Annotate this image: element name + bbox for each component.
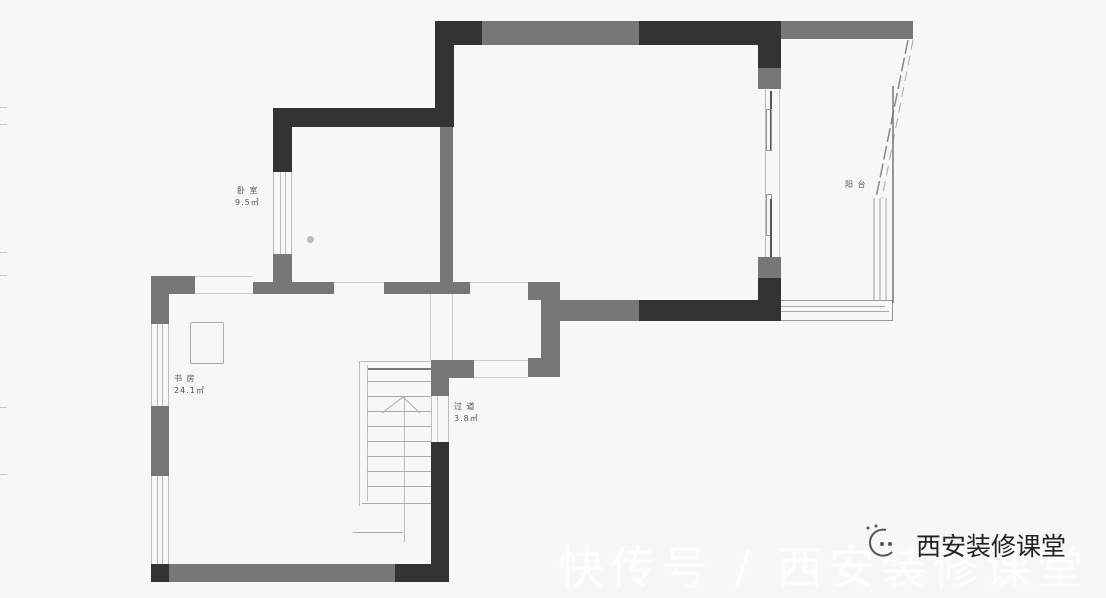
left-room-area: 24.1㎡ (174, 386, 205, 395)
wall (482, 21, 639, 45)
corridor-area: 3.8㎡ (454, 414, 479, 423)
door-panel (766, 109, 772, 151)
window (151, 476, 169, 564)
opening (195, 276, 253, 294)
divider (430, 294, 431, 360)
watermark-logo-icon (866, 524, 893, 557)
small-room-label: 卧 室 (237, 186, 259, 195)
fixture-icon (307, 236, 314, 243)
sliding-door (765, 89, 780, 257)
door-opening (334, 282, 384, 294)
wall (384, 282, 470, 294)
wall (758, 68, 781, 89)
wall (758, 257, 781, 278)
small-room-area: 9.5㎡ (235, 198, 260, 207)
stair-arrow-line (404, 397, 405, 542)
wall (151, 276, 169, 324)
wall (440, 127, 453, 282)
wall (431, 360, 449, 396)
wall (639, 300, 781, 321)
corridor-label: 过 道 (454, 402, 476, 411)
staircase (359, 361, 432, 542)
door-opening (431, 396, 449, 442)
opening (474, 360, 528, 378)
furniture-icon (190, 322, 224, 364)
window (273, 172, 292, 254)
balcony-label: 阳 台 (845, 180, 867, 189)
wall (151, 564, 169, 582)
wall (273, 254, 292, 282)
wall (169, 564, 395, 582)
watermark-logo-text: 西安装修课堂 (916, 532, 1067, 561)
opening (470, 282, 528, 294)
tick (0, 275, 7, 276)
wall (639, 21, 781, 45)
window (151, 324, 169, 406)
wall (528, 358, 560, 377)
wall (273, 108, 454, 127)
wall (541, 282, 560, 377)
tick (0, 252, 7, 253)
tick (0, 124, 7, 125)
watermark-text: 快传号 / 西安装修课堂 (558, 541, 1089, 595)
left-room-label: 书 房 (174, 374, 196, 383)
wall (431, 442, 449, 582)
wall (560, 300, 639, 321)
wall (151, 406, 169, 476)
door-panel (770, 199, 772, 257)
wall (435, 21, 454, 127)
balcony-window-icon (873, 39, 914, 303)
balcony-rail (781, 300, 893, 321)
wall (253, 282, 334, 294)
tick (0, 107, 7, 108)
tick (0, 474, 7, 475)
wall (273, 108, 292, 172)
balcony-top-wall (781, 21, 913, 39)
wall (758, 21, 781, 68)
tick (0, 407, 7, 408)
stair-direction-arrow-icon (381, 396, 420, 414)
divider (452, 294, 453, 360)
